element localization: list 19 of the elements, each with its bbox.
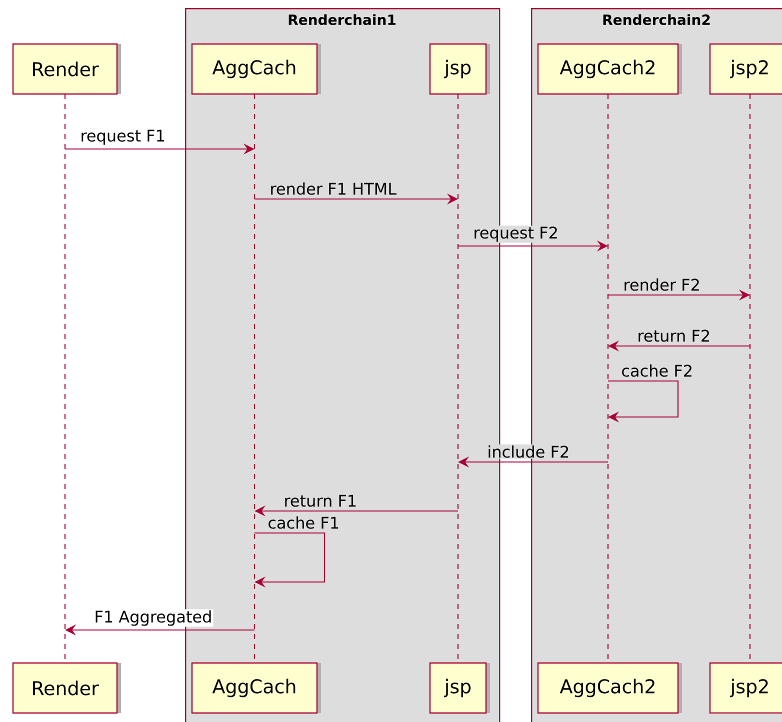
participant-box: jsp [429, 662, 490, 714]
participant-box: AggCach [191, 662, 321, 714]
edge-label: return F1 [282, 494, 358, 508]
edge-label: cache F2 [620, 363, 694, 378]
participant-box: jsp2 [709, 43, 782, 95]
edge-label: return F2 [636, 328, 712, 343]
edge-label: request F2 [472, 226, 560, 243]
participant-box: AggCach2 [537, 662, 682, 714]
edge-label: render F2 [622, 277, 702, 292]
edge-label: cache F1 [266, 515, 341, 530]
participant-box: AggCach2 [537, 43, 682, 95]
edge-label: request F1 [79, 128, 166, 146]
edge-label: render F1 HTML [268, 181, 398, 196]
participant-box: jsp2 [709, 662, 782, 714]
message-arrow [608, 380, 679, 423]
edge-label: F1 Aggregated [93, 609, 214, 627]
participant-box: AggCach [191, 43, 321, 95]
edge-label: include F2 [486, 444, 571, 459]
participant-box: Render [12, 662, 121, 714]
